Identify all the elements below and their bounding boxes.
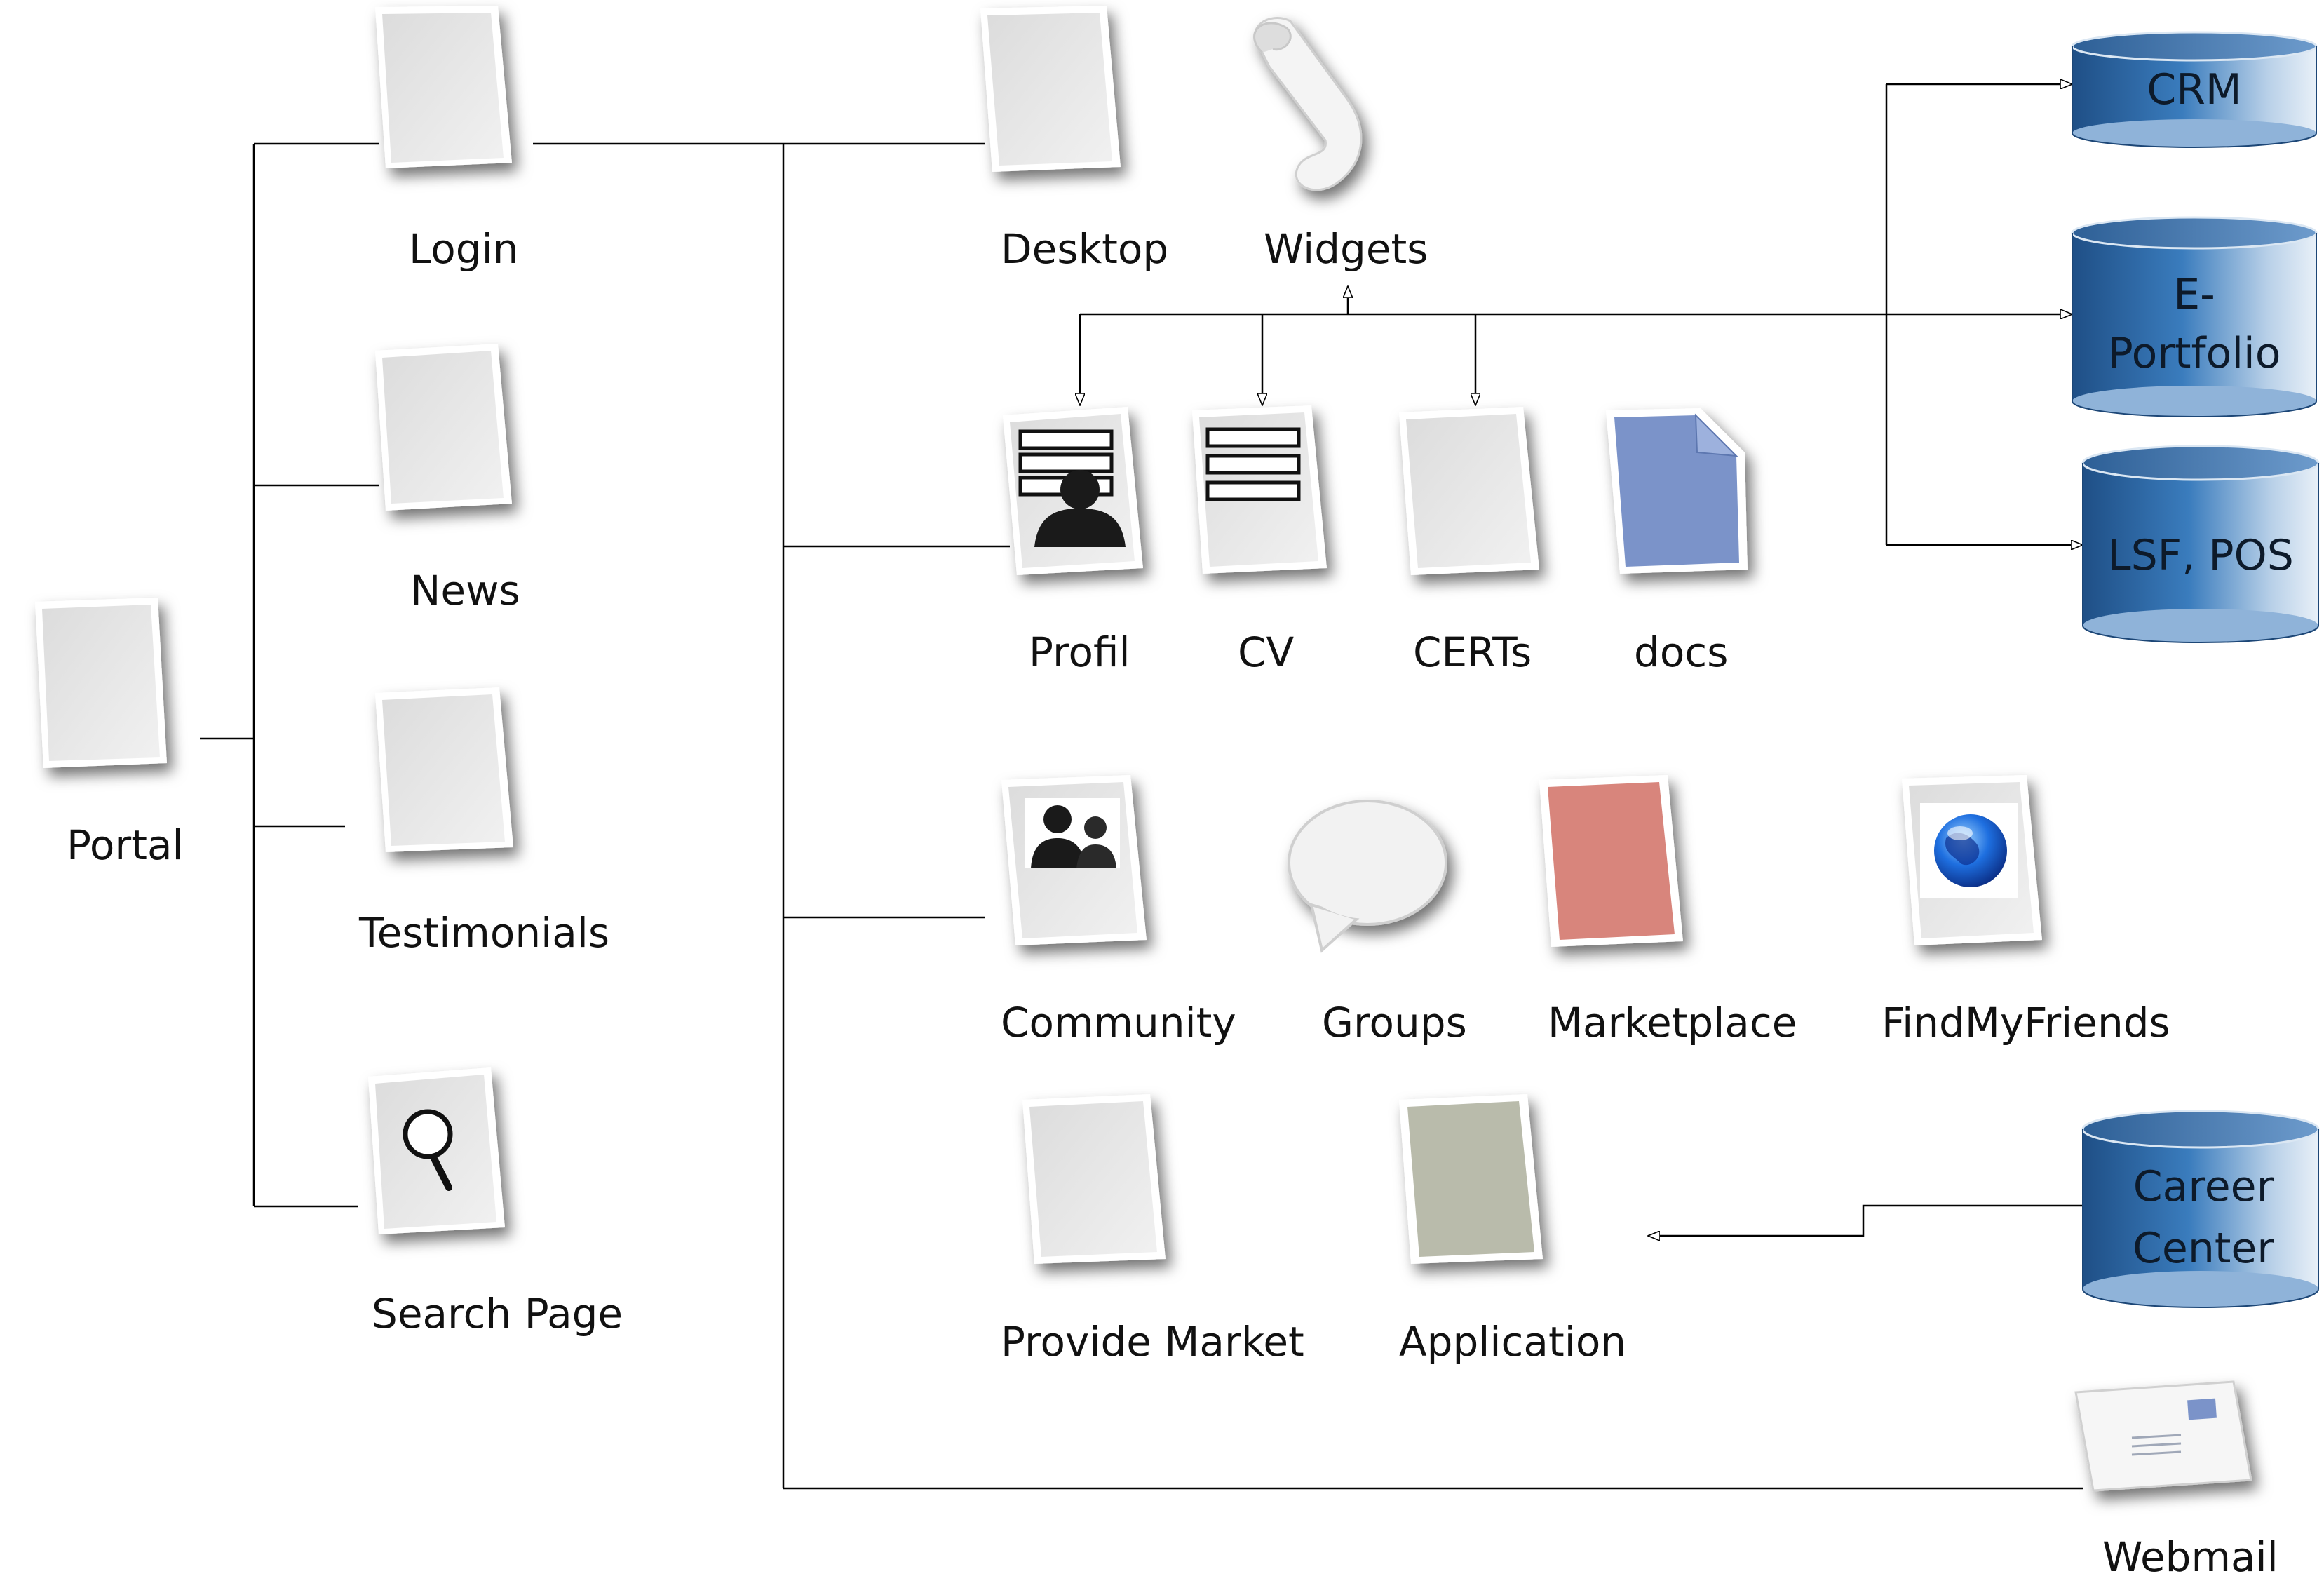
- desktop-page-icon[interactable]: [980, 6, 1121, 172]
- community-label: Community: [1001, 999, 1236, 1046]
- envelope-icon[interactable]: [2074, 1380, 2252, 1492]
- globe-icon: [1934, 814, 2007, 887]
- findmyfriends-page-icon[interactable]: [1902, 775, 2042, 945]
- cv-label: CV: [1238, 628, 1294, 676]
- testimonials-page-icon[interactable]: [375, 687, 513, 852]
- magnifier-icon: [403, 1109, 453, 1191]
- marketplace-page-icon[interactable]: [1539, 775, 1683, 947]
- webmail-label: Webmail: [2102, 1533, 2278, 1576]
- database-crm[interactable]: [2071, 31, 2318, 148]
- news-label: News: [410, 567, 520, 614]
- testimonials-label: Testimonials: [358, 909, 609, 957]
- application-page-icon[interactable]: [1399, 1094, 1543, 1264]
- search-page-icon[interactable]: [368, 1067, 505, 1234]
- login-page-icon[interactable]: [375, 6, 512, 168]
- provide-market-label: Provide Market: [1001, 1318, 1304, 1366]
- crm-label: CRM: [2147, 65, 2241, 114]
- news-page-icon[interactable]: [375, 344, 512, 511]
- speech-bubble-icon[interactable]: [1288, 800, 1447, 953]
- findmyfriends-label: FindMyFriends: [1882, 999, 2170, 1046]
- profil-label: Profil: [1029, 628, 1130, 676]
- connectors: [200, 84, 2083, 1490]
- profil-page-icon[interactable]: [1003, 407, 1143, 575]
- portal-page-icon[interactable]: [35, 598, 167, 768]
- marketplace-label: Marketplace: [1548, 999, 1797, 1046]
- scroll-icon[interactable]: [1253, 17, 1363, 191]
- desktop-label: Desktop: [1001, 225, 1168, 273]
- database-e-portfolio[interactable]: [2071, 216, 2318, 417]
- people-silhouette-icon: [1025, 798, 1120, 868]
- career-center-label-line2: Center: [2133, 1224, 2274, 1273]
- certs-page-icon[interactable]: [1399, 407, 1539, 575]
- lsf-pos-label: LSF, POS: [2107, 531, 2294, 580]
- portal-label: Portal: [67, 821, 184, 869]
- profile-card-icon: [1018, 429, 1126, 547]
- application-label: Application: [1399, 1318, 1626, 1366]
- provide-market-page-icon[interactable]: [1022, 1094, 1166, 1264]
- database-lsf-pos[interactable]: [2081, 445, 2320, 643]
- certs-label: CERTs: [1413, 628, 1532, 676]
- database-career-center[interactable]: [2081, 1110, 2320, 1308]
- login-label: Login: [409, 225, 518, 273]
- community-page-icon[interactable]: [1001, 775, 1147, 945]
- e-portfolio-label-line2: Portfolio: [2108, 329, 2281, 378]
- search-page-label: Search Page: [372, 1290, 623, 1338]
- docs-label: docs: [1634, 628, 1728, 676]
- groups-label: Groups: [1322, 999, 1467, 1046]
- e-portfolio-label-line1: E-: [2173, 270, 2215, 319]
- docs-page-icon[interactable]: [1606, 408, 1748, 574]
- widgets-label: Widgets: [1264, 225, 1428, 273]
- form-lines-icon: [1205, 427, 1301, 501]
- cv-page-icon[interactable]: [1192, 405, 1327, 574]
- career-center-label-line1: Career: [2133, 1162, 2274, 1211]
